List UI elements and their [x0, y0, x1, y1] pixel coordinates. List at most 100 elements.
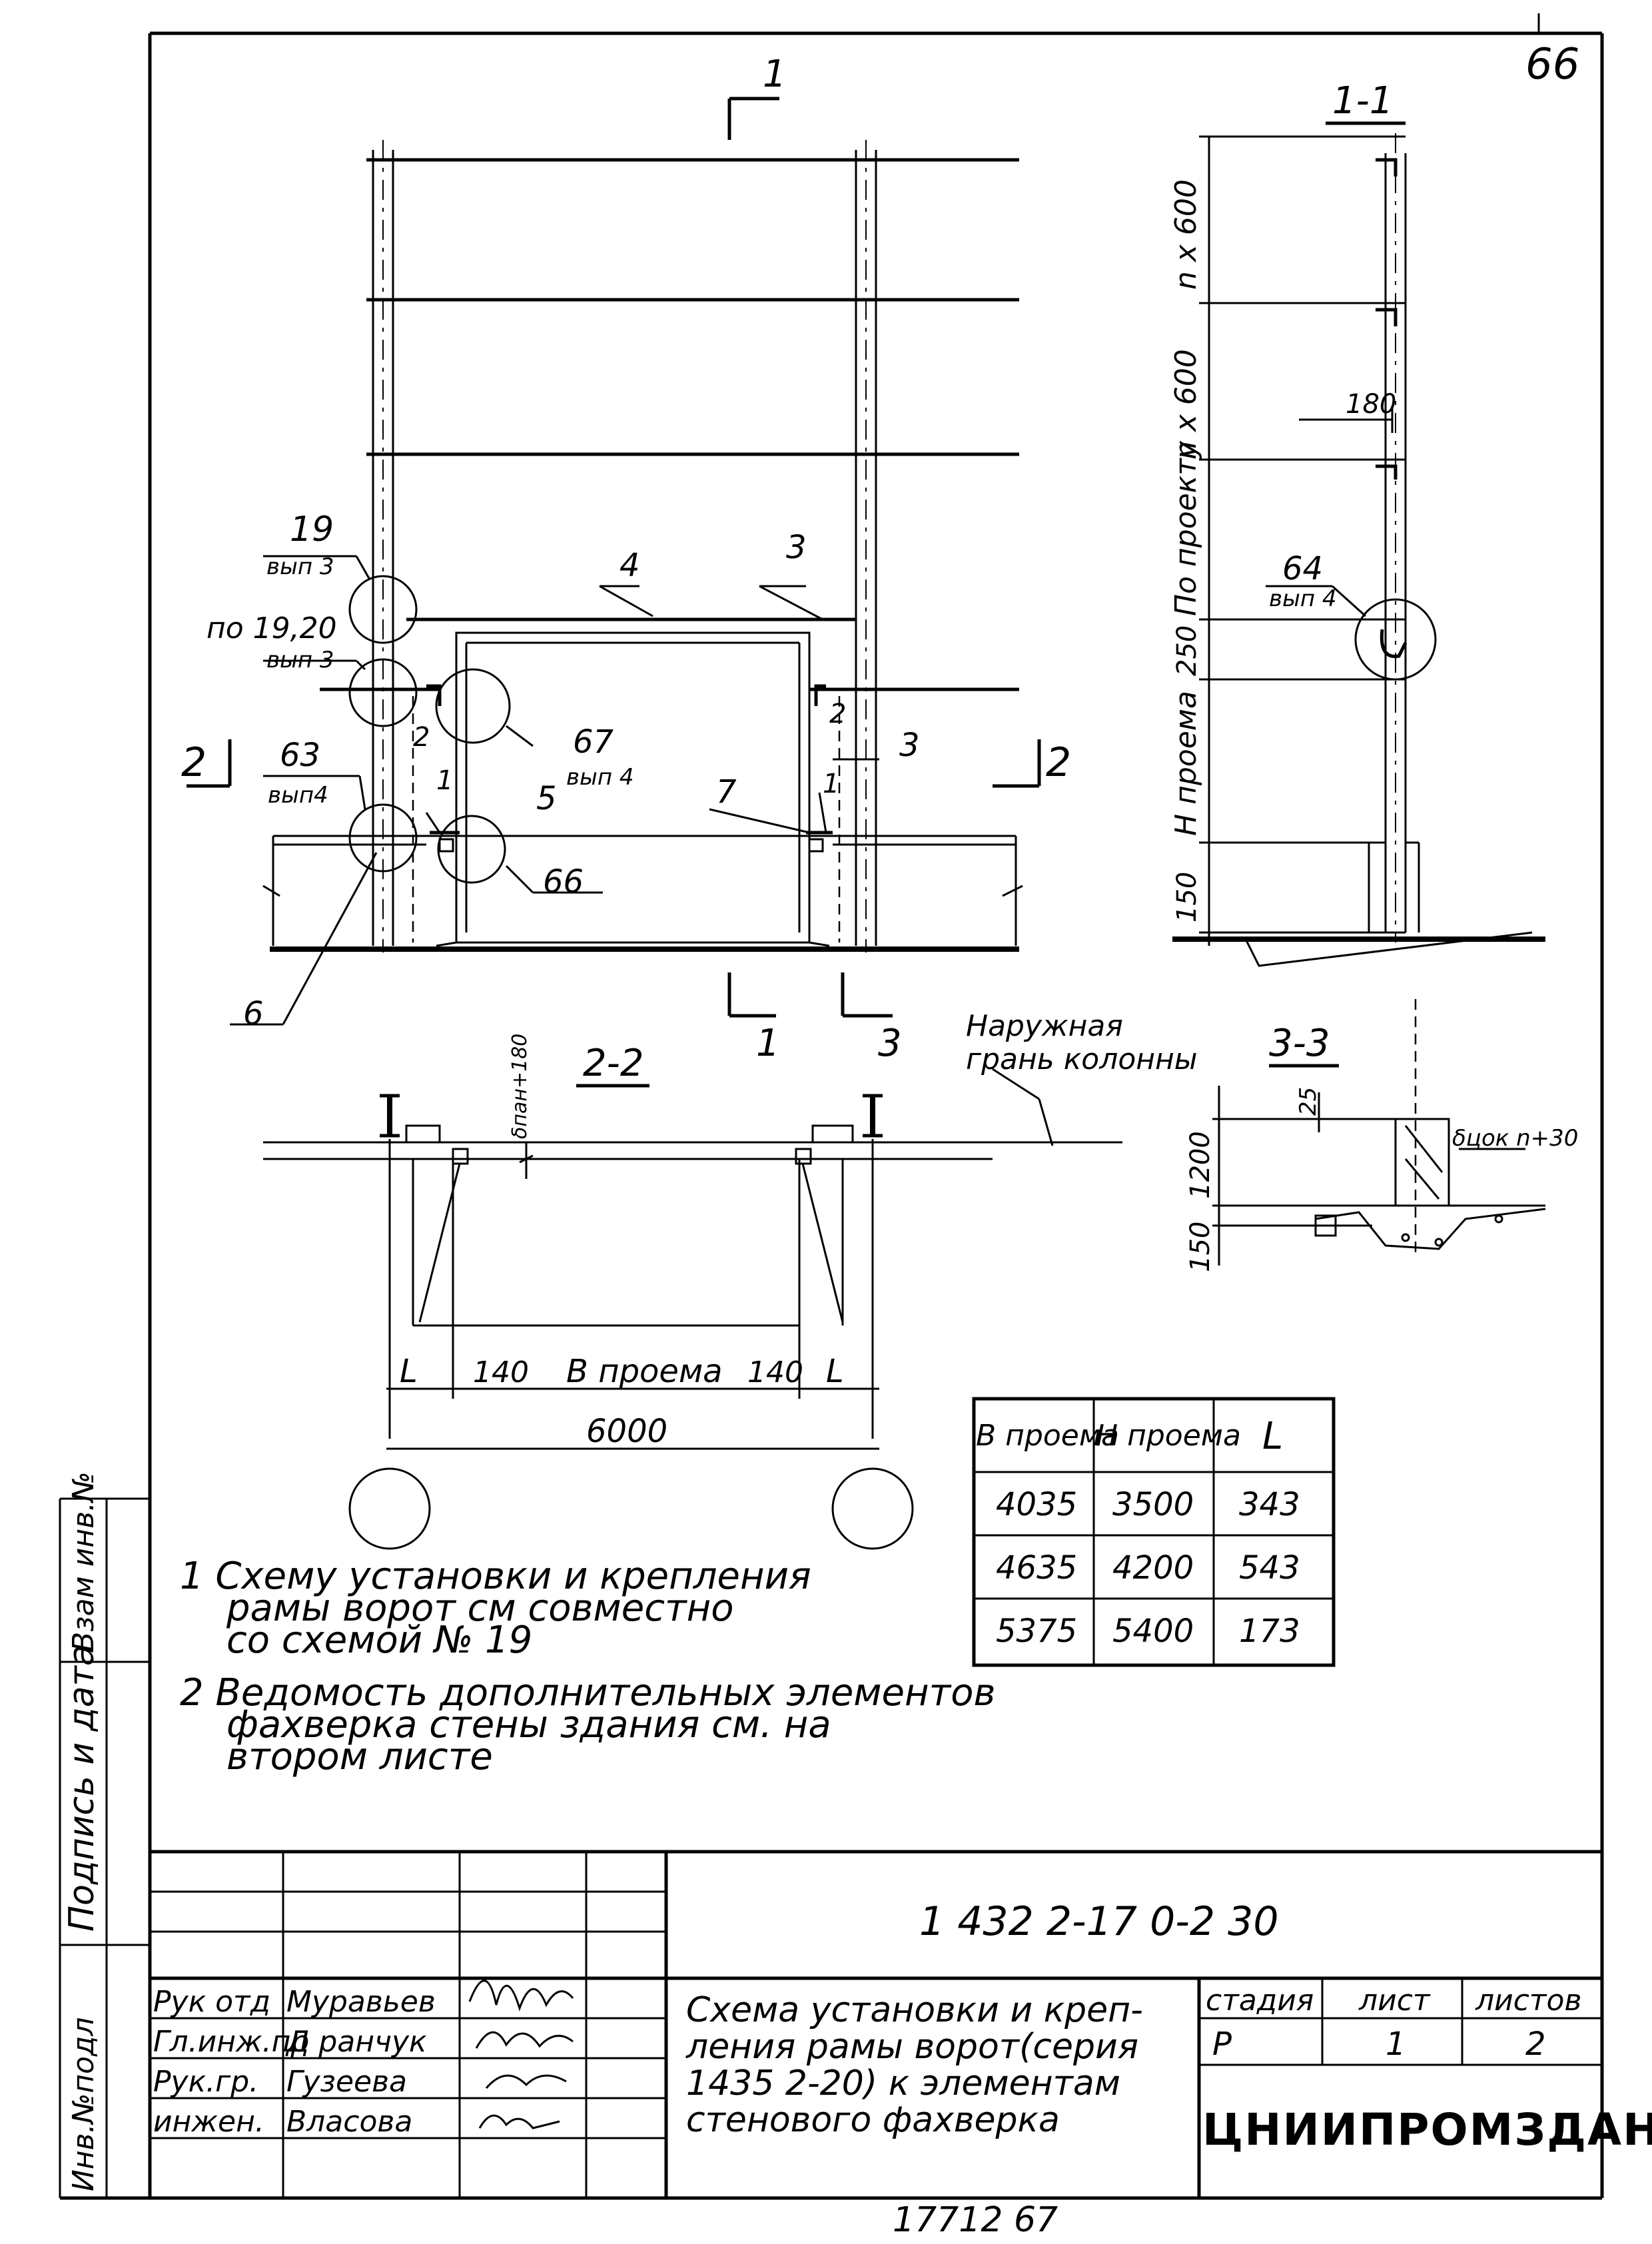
callout-19: 19 [290, 510, 334, 550]
section-2-2 [263, 1068, 1122, 1550]
dim-b-opening: В проема [566, 1353, 723, 1390]
callout-6: 6 [243, 995, 264, 1032]
callout-66: 66 [543, 863, 584, 901]
table-cell: 3500 [1112, 1486, 1194, 1523]
callout-67-sub: вып 4 [566, 764, 634, 791]
sheet-label: лист [1358, 1984, 1431, 2018]
dim-n600-lower: n x 600 [1169, 349, 1203, 460]
sheets-value: 2 [1525, 2026, 1546, 2063]
organization-name: ЦНИИПРОМЗДАНИЙ [1202, 2103, 1652, 2155]
callout-64: 64 [1282, 550, 1323, 587]
stamp-inv-podl: Инв.№подл [67, 2017, 101, 2191]
dim-150-b: 150 [1185, 1222, 1216, 1272]
table-header-h: Н проема [1096, 1419, 1241, 1453]
callout-3-mid: 3 [899, 727, 920, 764]
title-line-4: стенового фахверка [686, 2100, 1060, 2140]
dim-25: 25 [1295, 1087, 1322, 1116]
dim-150: 150 [1172, 872, 1202, 923]
bottom-number: 17712 67 [893, 2200, 1058, 2240]
section-1-top-label: 1 [763, 53, 787, 96]
section-marker-1-bottom [727, 972, 776, 1018]
title-line-3: 1435 2-20) к элементам [686, 2063, 1120, 2103]
dim-140-left: 140 [473, 1355, 529, 1389]
dim-h-opening: Н проема [1169, 691, 1203, 836]
table-cell: 4635 [996, 1549, 1077, 1587]
callout-2-left: 2 [413, 722, 430, 753]
role-3: Рук.гр. [153, 2065, 258, 2099]
table-cell: 5375 [996, 1613, 1077, 1650]
callout-19-sub: вып 3 [266, 554, 334, 580]
document-code: 1 432 2-17 0-2 30 [919, 1898, 1279, 1945]
callout-2-right: 2 [829, 699, 846, 729]
section-marker-2-right [993, 739, 1041, 788]
dim-bpan: δпан+180 [508, 1034, 532, 1139]
role-1: Рук отд [153, 1985, 270, 2019]
note-1-line-3: со схемой № 19 [226, 1619, 532, 1662]
dim-180: 180 [1346, 389, 1396, 420]
callout-1-right: 1 [823, 769, 839, 799]
section-marker-2-left [187, 739, 232, 788]
name-4: Власова [286, 2105, 412, 2139]
section-3-label: 3 [878, 1022, 902, 1065]
name-2: Д ранчук [285, 2025, 427, 2059]
dim-L-left: L [400, 1353, 418, 1390]
dim-project: По проекту [1169, 440, 1203, 616]
callout-1-left: 1 [436, 765, 453, 796]
callout-5: 5 [536, 780, 557, 817]
note-2-line-2: фахверка стены здания см. на [226, 1703, 831, 1746]
table-cell: 343 [1239, 1486, 1300, 1523]
facade-elevation [262, 140, 1023, 952]
note-2-line-3: втором листе [226, 1735, 493, 1778]
callout-63-sub: вып4 [268, 782, 328, 809]
table-cell: 4035 [996, 1486, 1077, 1523]
dim-140-right: 140 [747, 1355, 803, 1389]
callout-4: 4 [620, 547, 640, 584]
sheet-frame [60, 13, 1604, 2200]
note-2-line-1: 2 Ведомость дополнительных элементов [180, 1671, 995, 1714]
callout-leaders [230, 555, 879, 1026]
dim-L-right: L [826, 1353, 844, 1390]
callout-7: 7 [716, 773, 737, 811]
sheet-value: 1 [1386, 2026, 1406, 2063]
section-2-2-title: 2-2 [583, 1042, 643, 1085]
role-4: инжен. [153, 2105, 264, 2139]
note-1-line-1: 1 Схему установки и крепления [180, 1555, 811, 1598]
section-3-3-title: 3-3 [1269, 1022, 1330, 1065]
name-3: Гузеева [286, 2065, 407, 2099]
section-1-1 [1172, 121, 1545, 967]
section-marker-3 [841, 972, 893, 1018]
name-1: Муравьев [286, 1985, 436, 2019]
dim-n600-upper: n x 600 [1169, 179, 1203, 290]
stamp-vzam: Взам инв.№ [67, 1471, 101, 1652]
opening-table-grid [972, 1397, 1336, 1667]
section-2-right-label: 2 [1046, 739, 1071, 786]
title-line-1: Схема установки и креп- [686, 1990, 1143, 2030]
table-header-b: В проема [976, 1419, 1119, 1453]
table-cell: 5400 [1112, 1613, 1194, 1650]
title-line-2: ления рамы ворот(серия [685, 2027, 1138, 2067]
sheets-label: листов [1475, 1984, 1581, 2018]
section-2-left-label: 2 [181, 739, 206, 786]
outer-face-label-1: Наружная [966, 1009, 1123, 1043]
role-2: Гл.инж.пр [153, 2025, 309, 2059]
dim-6000: 6000 [586, 1413, 667, 1450]
section-1-1-title: 1-1 [1332, 79, 1393, 123]
table-cell: 4200 [1112, 1549, 1194, 1587]
sheet-corner-number: 66 [1525, 40, 1579, 89]
dim-bcok: δцок n+30 [1452, 1125, 1578, 1152]
callout-19-20-sub: вып 3 [266, 647, 334, 673]
signatures-scribble [468, 1980, 574, 2129]
note-1-line-2: рамы ворот см совместно [226, 1587, 734, 1630]
section-1-bottom-label: 1 [756, 1022, 780, 1065]
stamp-podpis: Подпись и дата [62, 1645, 102, 1932]
title-block-grid [150, 1850, 1602, 2198]
stage-value: Р [1212, 2026, 1232, 2063]
callout-3-top: 3 [786, 529, 807, 566]
table-cell: 173 [1239, 1613, 1300, 1650]
table-cell: 543 [1239, 1549, 1300, 1587]
stage-label: стадия [1206, 1984, 1314, 2018]
outer-face-label-2: грань колонны [966, 1042, 1198, 1076]
table-header-L: L [1262, 1415, 1283, 1458]
